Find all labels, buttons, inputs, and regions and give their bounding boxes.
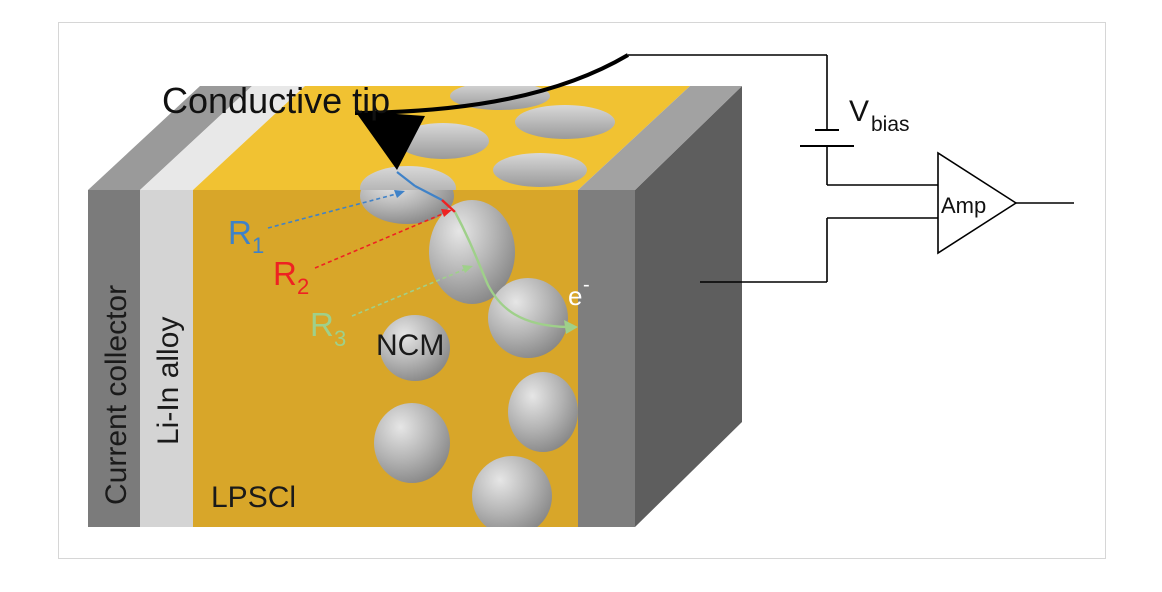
alloy-top [140,86,305,190]
conductive-tip-label: Conductive tip [162,80,390,121]
conductive-tip-shape [355,111,425,170]
v-bias-subscript: bias [871,113,910,136]
lpscl-label: LPSCl [211,481,296,514]
bias-circuit [700,55,1074,283]
r2-subscript: 2 [297,274,309,299]
right-layer-front [578,190,635,527]
ncm-particles-front [360,190,578,527]
block-side-face [635,86,742,527]
alloy-front [140,190,193,527]
r2-label: R [273,255,297,292]
electron-superscript: - [583,274,590,296]
v-bias-label: V [849,95,869,128]
collector-top [88,86,252,190]
cantilever-arm [354,53,630,115]
right-layer-top [578,86,742,190]
amp-label: Amp [941,193,986,218]
li-in-alloy-label: Li-In alloy [152,317,185,445]
electron-label: e [568,281,582,311]
r3-label: R [310,306,334,343]
ncm-particles-top [360,86,615,190]
r1-subscript: 1 [252,233,264,258]
amplifier-symbol [937,151,1018,255]
collector-front [88,190,140,527]
paths [267,171,578,334]
current-collector-label: Current collector [100,285,133,505]
r1-label: R [228,214,252,251]
r3-subscript: 3 [334,326,346,351]
ncm-label: NCM [376,329,444,362]
